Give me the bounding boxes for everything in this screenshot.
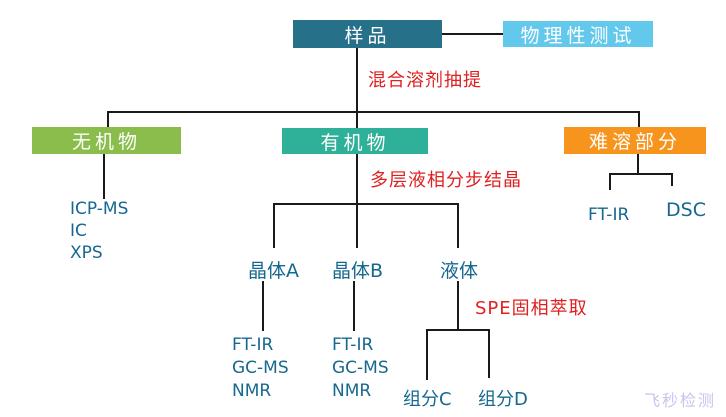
method-label: FT-IR bbox=[232, 335, 274, 355]
node-physical-test: 物理性测试 bbox=[503, 21, 653, 47]
connector-line bbox=[103, 154, 105, 199]
connector-line bbox=[426, 329, 489, 331]
method-label: ICP-MS bbox=[70, 199, 129, 219]
node-sample: 样品 bbox=[293, 20, 442, 48]
inorganic-method-list: ICP-MS IC XPS bbox=[70, 198, 128, 264]
connector-line bbox=[107, 111, 109, 127]
connector-line bbox=[356, 48, 358, 128]
node-fraction-c: 组分C bbox=[403, 389, 452, 410]
connector-line bbox=[488, 329, 490, 378]
node-liquid: 液体 bbox=[440, 260, 479, 282]
node-crystal-a: 晶体A bbox=[248, 260, 299, 282]
annotation-solvent-extraction: 混合溶剂抽提 bbox=[368, 70, 482, 91]
connector-line bbox=[457, 203, 459, 248]
node-fraction-d: 组分D bbox=[478, 389, 528, 410]
connector-line bbox=[609, 173, 611, 190]
connector-line bbox=[637, 154, 639, 173]
connector-line bbox=[609, 173, 672, 175]
connector-line bbox=[638, 111, 640, 127]
annotation-crystallization: 多层液相分步结晶 bbox=[370, 170, 522, 191]
method-label: NMR bbox=[232, 381, 272, 401]
node-organic: 有机物 bbox=[282, 128, 428, 154]
crystal-b-method-list: FT-IR GC-MS NMR bbox=[332, 334, 389, 403]
connector-line bbox=[273, 203, 457, 205]
connector-line bbox=[356, 203, 358, 248]
connector-line bbox=[107, 111, 638, 113]
connector-line bbox=[457, 281, 459, 329]
method-label: GC-MS bbox=[332, 358, 389, 378]
connector-line bbox=[353, 281, 355, 331]
method-label: IC bbox=[70, 221, 87, 241]
node-inorganic: 无机物 bbox=[32, 127, 181, 154]
connector-line bbox=[262, 281, 264, 331]
node-insoluble: 难溶部分 bbox=[564, 127, 706, 154]
node-crystal-b: 晶体B bbox=[332, 260, 384, 282]
insoluble-method-dsc: DSC bbox=[666, 199, 706, 221]
connector-line bbox=[273, 203, 275, 248]
crystal-a-method-list: FT-IR GC-MS NMR bbox=[232, 334, 289, 403]
connector-line bbox=[671, 173, 673, 186]
connector-line bbox=[442, 33, 503, 35]
method-label: FT-IR bbox=[332, 335, 374, 355]
method-label: NMR bbox=[332, 381, 372, 401]
method-label: GC-MS bbox=[232, 358, 289, 378]
annotation-spe-extraction: SPE固相萃取 bbox=[475, 298, 588, 319]
insoluble-method-ftir: FT-IR bbox=[588, 205, 630, 225]
connector-line bbox=[426, 329, 428, 380]
connector-line bbox=[356, 154, 358, 203]
watermark: 飞秒检测 bbox=[644, 391, 717, 410]
method-label: XPS bbox=[70, 243, 103, 263]
